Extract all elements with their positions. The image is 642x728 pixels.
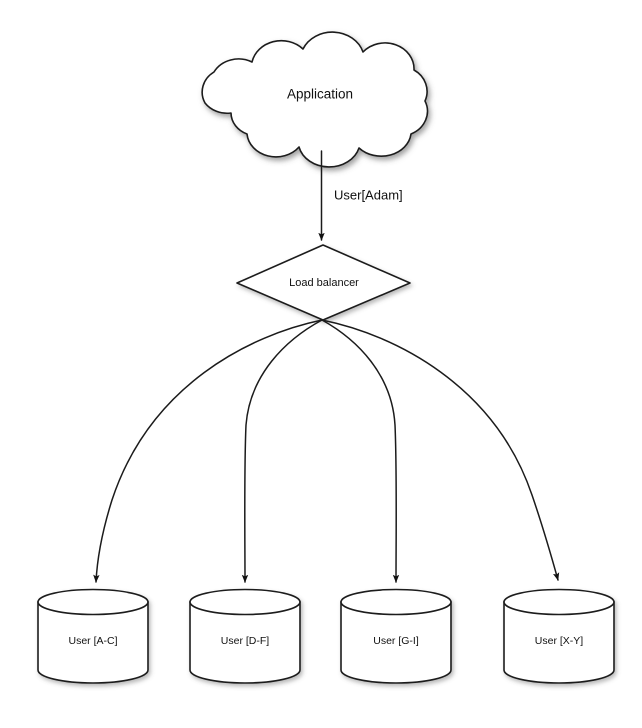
edge-loadbalancer-to-db-x-y — [321, 319, 560, 581]
database-label-d-f: User [D-F] — [221, 635, 269, 647]
node-database-a-c[interactable]: User [A-C] — [37, 588, 149, 684]
node-application-cloud[interactable]: Application — [201, 31, 429, 168]
database-label-a-c: User [A-C] — [68, 635, 117, 647]
edge-loadbalancer-to-db-a-c — [93, 319, 323, 583]
database-label-x-y: User [X-Y] — [535, 635, 584, 647]
diamond-label: Load balancer — [289, 277, 359, 289]
node-database-g-i[interactable]: User [G-I] — [340, 588, 452, 684]
edge-application-to-loadbalancer: User[Adam] — [318, 150, 403, 241]
edge-label-user-adam: User[Adam] — [334, 187, 403, 202]
node-database-x-y[interactable]: User [X-Y] — [503, 588, 615, 684]
edge-loadbalancer-to-db-d-f — [241, 319, 323, 583]
edge-line-lb-to-df — [241, 319, 323, 583]
node-load-balancer-diamond[interactable]: Load balancer — [236, 244, 411, 321]
edge-line-lb-to-ac — [93, 319, 323, 583]
edge-loadbalancer-to-db-g-i — [321, 319, 400, 583]
database-label-g-i: User [G-I] — [373, 635, 419, 647]
node-database-d-f[interactable]: User [D-F] — [189, 588, 301, 684]
edge-line-lb-to-xy — [321, 319, 560, 581]
edge-line-lb-to-gi — [321, 319, 400, 583]
cloud-label: Application — [287, 87, 353, 102]
